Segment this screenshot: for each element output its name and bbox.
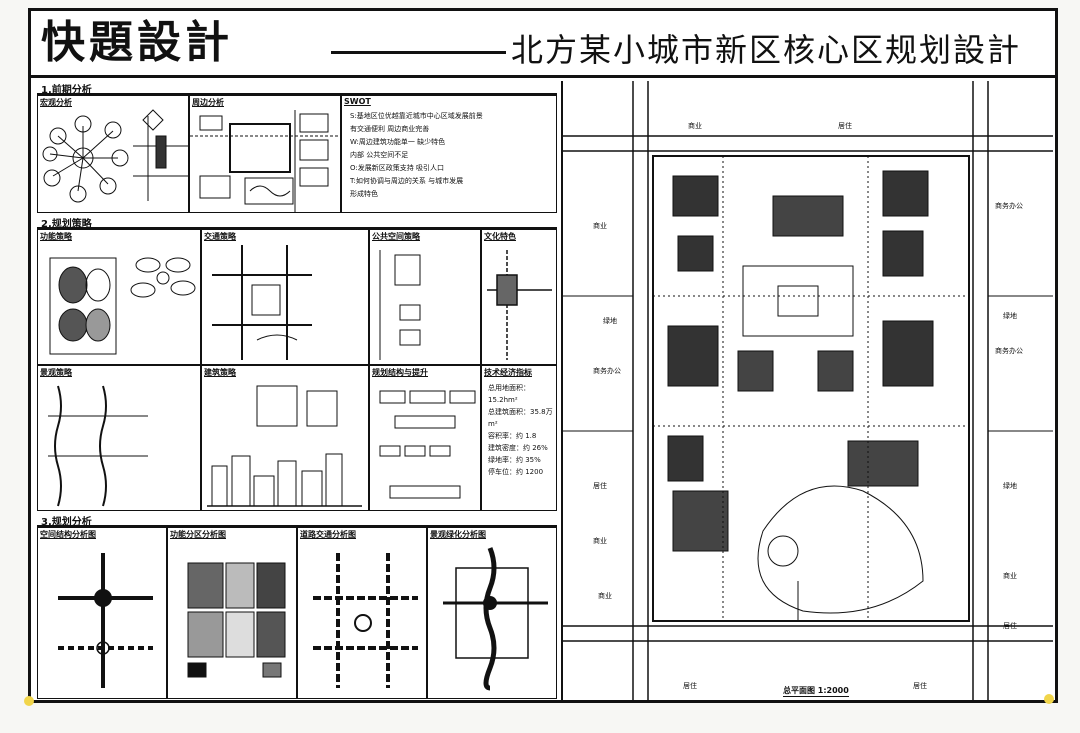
map-label: 商务办公 [593, 367, 621, 375]
map-label: 商业 [598, 592, 612, 600]
map-label: 商务办公 [995, 347, 1023, 355]
panel-caption: 建筑策略 [204, 368, 236, 377]
map-label: 居住 [683, 682, 697, 690]
panel-caption: 周边分析 [192, 98, 224, 107]
swot-line: 形成特色 [350, 190, 378, 198]
map-label: 居住 [838, 122, 852, 130]
panel-caption: 空间结构分析图 [40, 530, 96, 539]
panel-public-space: 公共空间策略 [369, 229, 481, 365]
subtitle: 北方某小城市新区核心区规划設計 [511, 31, 1022, 69]
landscape-green-map [443, 547, 548, 691]
map-label: 商业 [1003, 572, 1017, 580]
pin-bottom-right [1044, 694, 1054, 704]
swot-line: 有交通便利 周边商业完善 [350, 125, 430, 133]
public-space-diagram [379, 250, 421, 360]
stat-line: 总用地面积：15.2hm² [488, 384, 530, 404]
panel-caption: 技术经济指标 [484, 368, 532, 377]
landscape-diagram [48, 385, 148, 507]
section-heading-2: 2.规划策略 [37, 215, 557, 230]
spatial-structure-map [58, 553, 153, 688]
title-divider [331, 51, 506, 54]
map-label: 商业 [593, 222, 607, 230]
culture-diagram [487, 250, 552, 360]
traffic-diagram [212, 245, 312, 360]
swot-line: O:发展新区政策支持 吸引人口 [350, 164, 444, 172]
swot-line: 内部 公共空间不足 [350, 151, 409, 159]
panel-macro-analysis: 宏观分析 [37, 95, 189, 213]
main-title: 快題設計 [41, 17, 233, 68]
panel-caption: SWOT [344, 97, 371, 106]
map-label: 商业 [593, 537, 607, 545]
master-plan: 商业 居住 商务办公 绿地 商务办公 绿地 商业 居住 商业 绿地 商务办公 居… [561, 81, 1053, 701]
panel-road-traffic: 道路交通分析图 [297, 527, 427, 699]
analysis-area: 1.前期分析 宏观分析 周边分析 [37, 81, 557, 701]
swot-line: W:周边建筑功能单一 缺少特色 [350, 138, 446, 146]
pin-bottom-left [24, 696, 34, 706]
stats-list: 总用地面积：15.2hm² 总建筑面积：35.8万m² 容积率：约 1.8 建筑… [488, 382, 556, 478]
header-rule [31, 75, 1055, 78]
site-plan-drawing [563, 81, 1053, 701]
panel-spatial-structure: 空间结构分析图 [37, 527, 167, 699]
panel-caption: 道路交通分析图 [300, 530, 356, 539]
stat-line: 绿地率：约 35% [488, 456, 541, 464]
panel-caption: 景观策略 [40, 368, 72, 377]
panel-structure-upgrade: 规划结构与提升 [369, 365, 481, 511]
stat-line: 停车位：约 1200 [488, 468, 544, 476]
swot-line: T:如何协调与周边的关系 与城市发展 [350, 177, 464, 185]
panel-swot: SWOT S:基地区位优越靠近城市中心区域发展前景 有交通便利 周边商业完善 W… [341, 95, 557, 213]
road-traffic-map [313, 553, 418, 688]
section-heading-1: 1.前期分析 [37, 81, 557, 96]
panel-caption: 功能策略 [40, 232, 72, 241]
map-label: 商业 [688, 122, 702, 130]
function-zones-map [187, 562, 286, 678]
map-label: 商务办公 [995, 202, 1023, 210]
map-label: 居住 [913, 682, 927, 690]
panel-caption: 宏观分析 [40, 98, 72, 107]
panel-function-zones: 功能分区分析图 [167, 527, 297, 699]
swot-list: S:基地区位优越靠近城市中心区域发展前景 有交通便利 周边商业完善 W:周边建筑… [350, 110, 550, 201]
panel-caption: 公共空间策略 [372, 232, 420, 241]
panel-traffic-strategy: 交通策略 [201, 229, 369, 365]
surroundings-sketch [190, 110, 340, 212]
map-label: 绿地 [1003, 312, 1017, 320]
function-diagram [49, 257, 196, 355]
stat-line: 容积率：约 1.8 [488, 432, 537, 440]
map-label: 居住 [1003, 622, 1017, 630]
panel-surroundings: 周边分析 [189, 95, 341, 213]
building-diagram [207, 385, 362, 507]
panel-function-strategy: 功能策略 [37, 229, 201, 365]
stat-line: 总建筑面积：35.8万m² [488, 408, 553, 428]
panel-caption: 交通策略 [204, 232, 236, 241]
map-label: 绿地 [603, 317, 617, 325]
drawing-sheet: 快題設計 北方某小城市新区核心区规划設計 1.前期分析 宏观分析 周边分析 [28, 8, 1058, 703]
stat-line: 建筑密度：约 26% [488, 444, 548, 452]
panel-caption: 文化特色 [484, 232, 516, 241]
map-label: 居住 [593, 482, 607, 490]
swot-line: S:基地区位优越靠近城市中心区域发展前景 [350, 112, 483, 120]
panel-culture: 文化特色 [481, 229, 557, 365]
panel-caption: 功能分区分析图 [170, 530, 226, 539]
structure-flow [379, 390, 476, 499]
section-heading-3: 3.规划分析 [37, 513, 557, 528]
bubble-diagram [42, 109, 188, 203]
scale-caption: 总平面图 1:2000 [783, 686, 849, 697]
panel-landscape-strategy: 景观策略 [37, 365, 201, 511]
panel-caption: 规划结构与提升 [372, 368, 428, 377]
map-label: 绿地 [1003, 482, 1017, 490]
panel-building-strategy: 建筑策略 [201, 365, 369, 511]
panel-caption: 景观绿化分析图 [430, 530, 486, 539]
panel-landscape-green: 景观绿化分析图 [427, 527, 557, 699]
panel-tech-indicators: 技术经济指标 总用地面积：15.2hm² 总建筑面积：35.8万m² 容积率：约… [481, 365, 557, 511]
